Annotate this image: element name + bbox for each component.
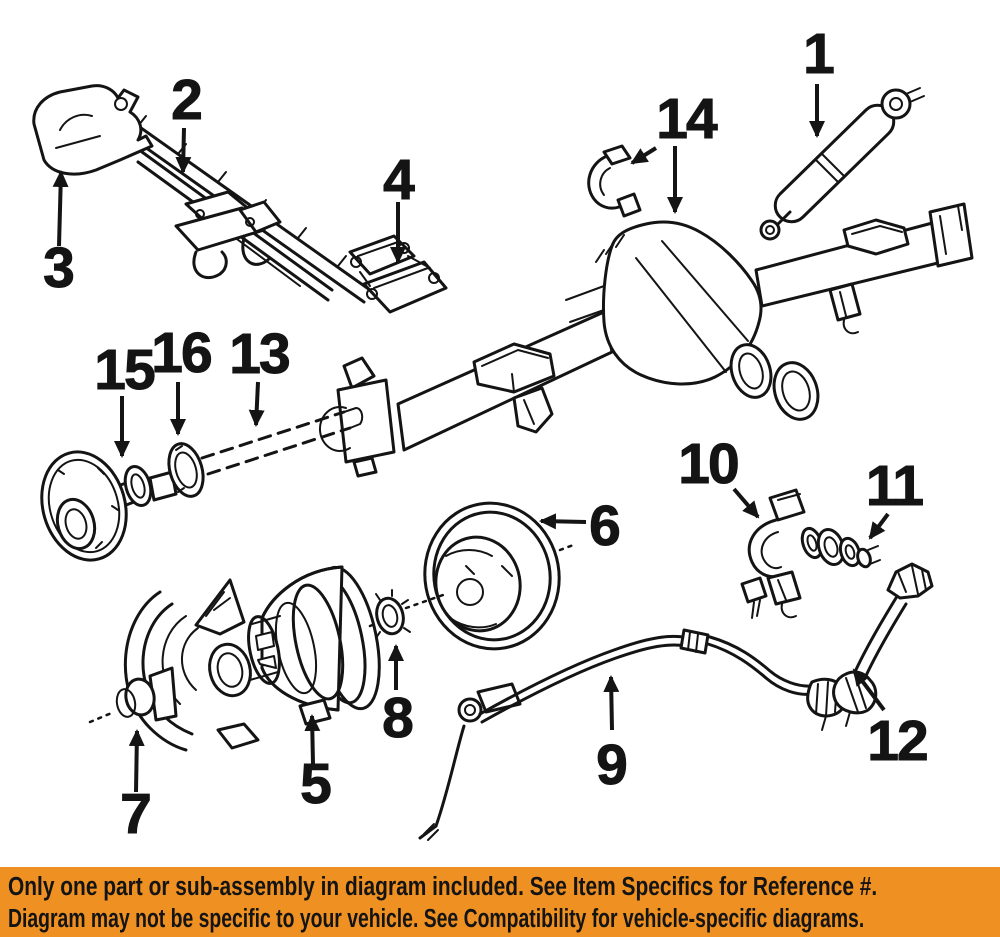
callout-9-label: 9 — [596, 733, 626, 797]
disclaimer-bar: Only one part or sub-assembly in diagram… — [0, 867, 1000, 937]
callout-arrow-11 — [868, 512, 890, 540]
callout-arrow-3 — [52, 170, 69, 247]
callout-1-label: 1 — [803, 22, 834, 86]
leaf-spring — [32, 84, 448, 314]
parts-diagram: 1 2 3 4 5 6 7 8 9 10 11 12 13 14 15 16 — [32, 22, 974, 847]
axle-housing — [318, 202, 974, 478]
callout-10-label: 10 — [678, 432, 738, 496]
callout-arrow-9 — [603, 675, 620, 731]
callout-arrow-6 — [539, 513, 587, 530]
backing-plate — [88, 578, 260, 752]
axle-shaft — [40, 407, 364, 562]
callout-5-label: 5 — [300, 752, 331, 816]
callout-numbers: 1 2 3 4 5 6 7 8 9 10 11 12 13 14 15 16 — [43, 22, 930, 847]
callout-arrow-5 — [304, 714, 321, 765]
callout-arrow-12 — [852, 668, 886, 712]
callout-arrow-10 — [732, 487, 760, 519]
stabilizer-clamp — [747, 488, 806, 619]
callout-arrow-14b — [630, 146, 658, 165]
disclaimer-line-1: Only one part or sub-assembly in diagram… — [8, 873, 878, 901]
abs-sensor-wire — [832, 562, 934, 727]
callout-3-label: 3 — [43, 236, 73, 300]
shock-absorber — [759, 87, 925, 241]
callout-12-label: 12 — [867, 709, 927, 773]
callout-14-label: 14 — [656, 87, 718, 151]
callout-4-label: 4 — [383, 148, 415, 212]
brake-drum — [423, 501, 578, 651]
callout-13-label: 13 — [229, 322, 289, 386]
callout-2-label: 2 — [171, 68, 201, 132]
bushing-stack — [800, 526, 881, 569]
callout-7-label: 7 — [120, 782, 150, 846]
callout-arrow-13 — [248, 381, 265, 427]
hub-drum — [247, 565, 382, 726]
diagram-stage: 1 2 3 4 5 6 7 8 9 10 11 12 13 14 15 16 — [32, 21, 974, 847]
callout-15-label: 15 — [94, 338, 155, 402]
callout-8-label: 8 — [382, 686, 412, 750]
callout-arrows — [52, 84, 890, 793]
callout-11-label: 11 — [866, 454, 924, 518]
hub-seal-ring — [375, 589, 448, 639]
disclaimer-line-2: Diagram may not be specific to your vehi… — [8, 905, 865, 933]
brake-hose — [418, 576, 848, 841]
vent-clamp — [587, 144, 642, 218]
callout-arrow-2 — [175, 127, 192, 174]
callout-arrow-7 — [128, 729, 145, 793]
callout-6-label: 6 — [589, 494, 619, 558]
callout-16-label: 16 — [151, 321, 211, 385]
